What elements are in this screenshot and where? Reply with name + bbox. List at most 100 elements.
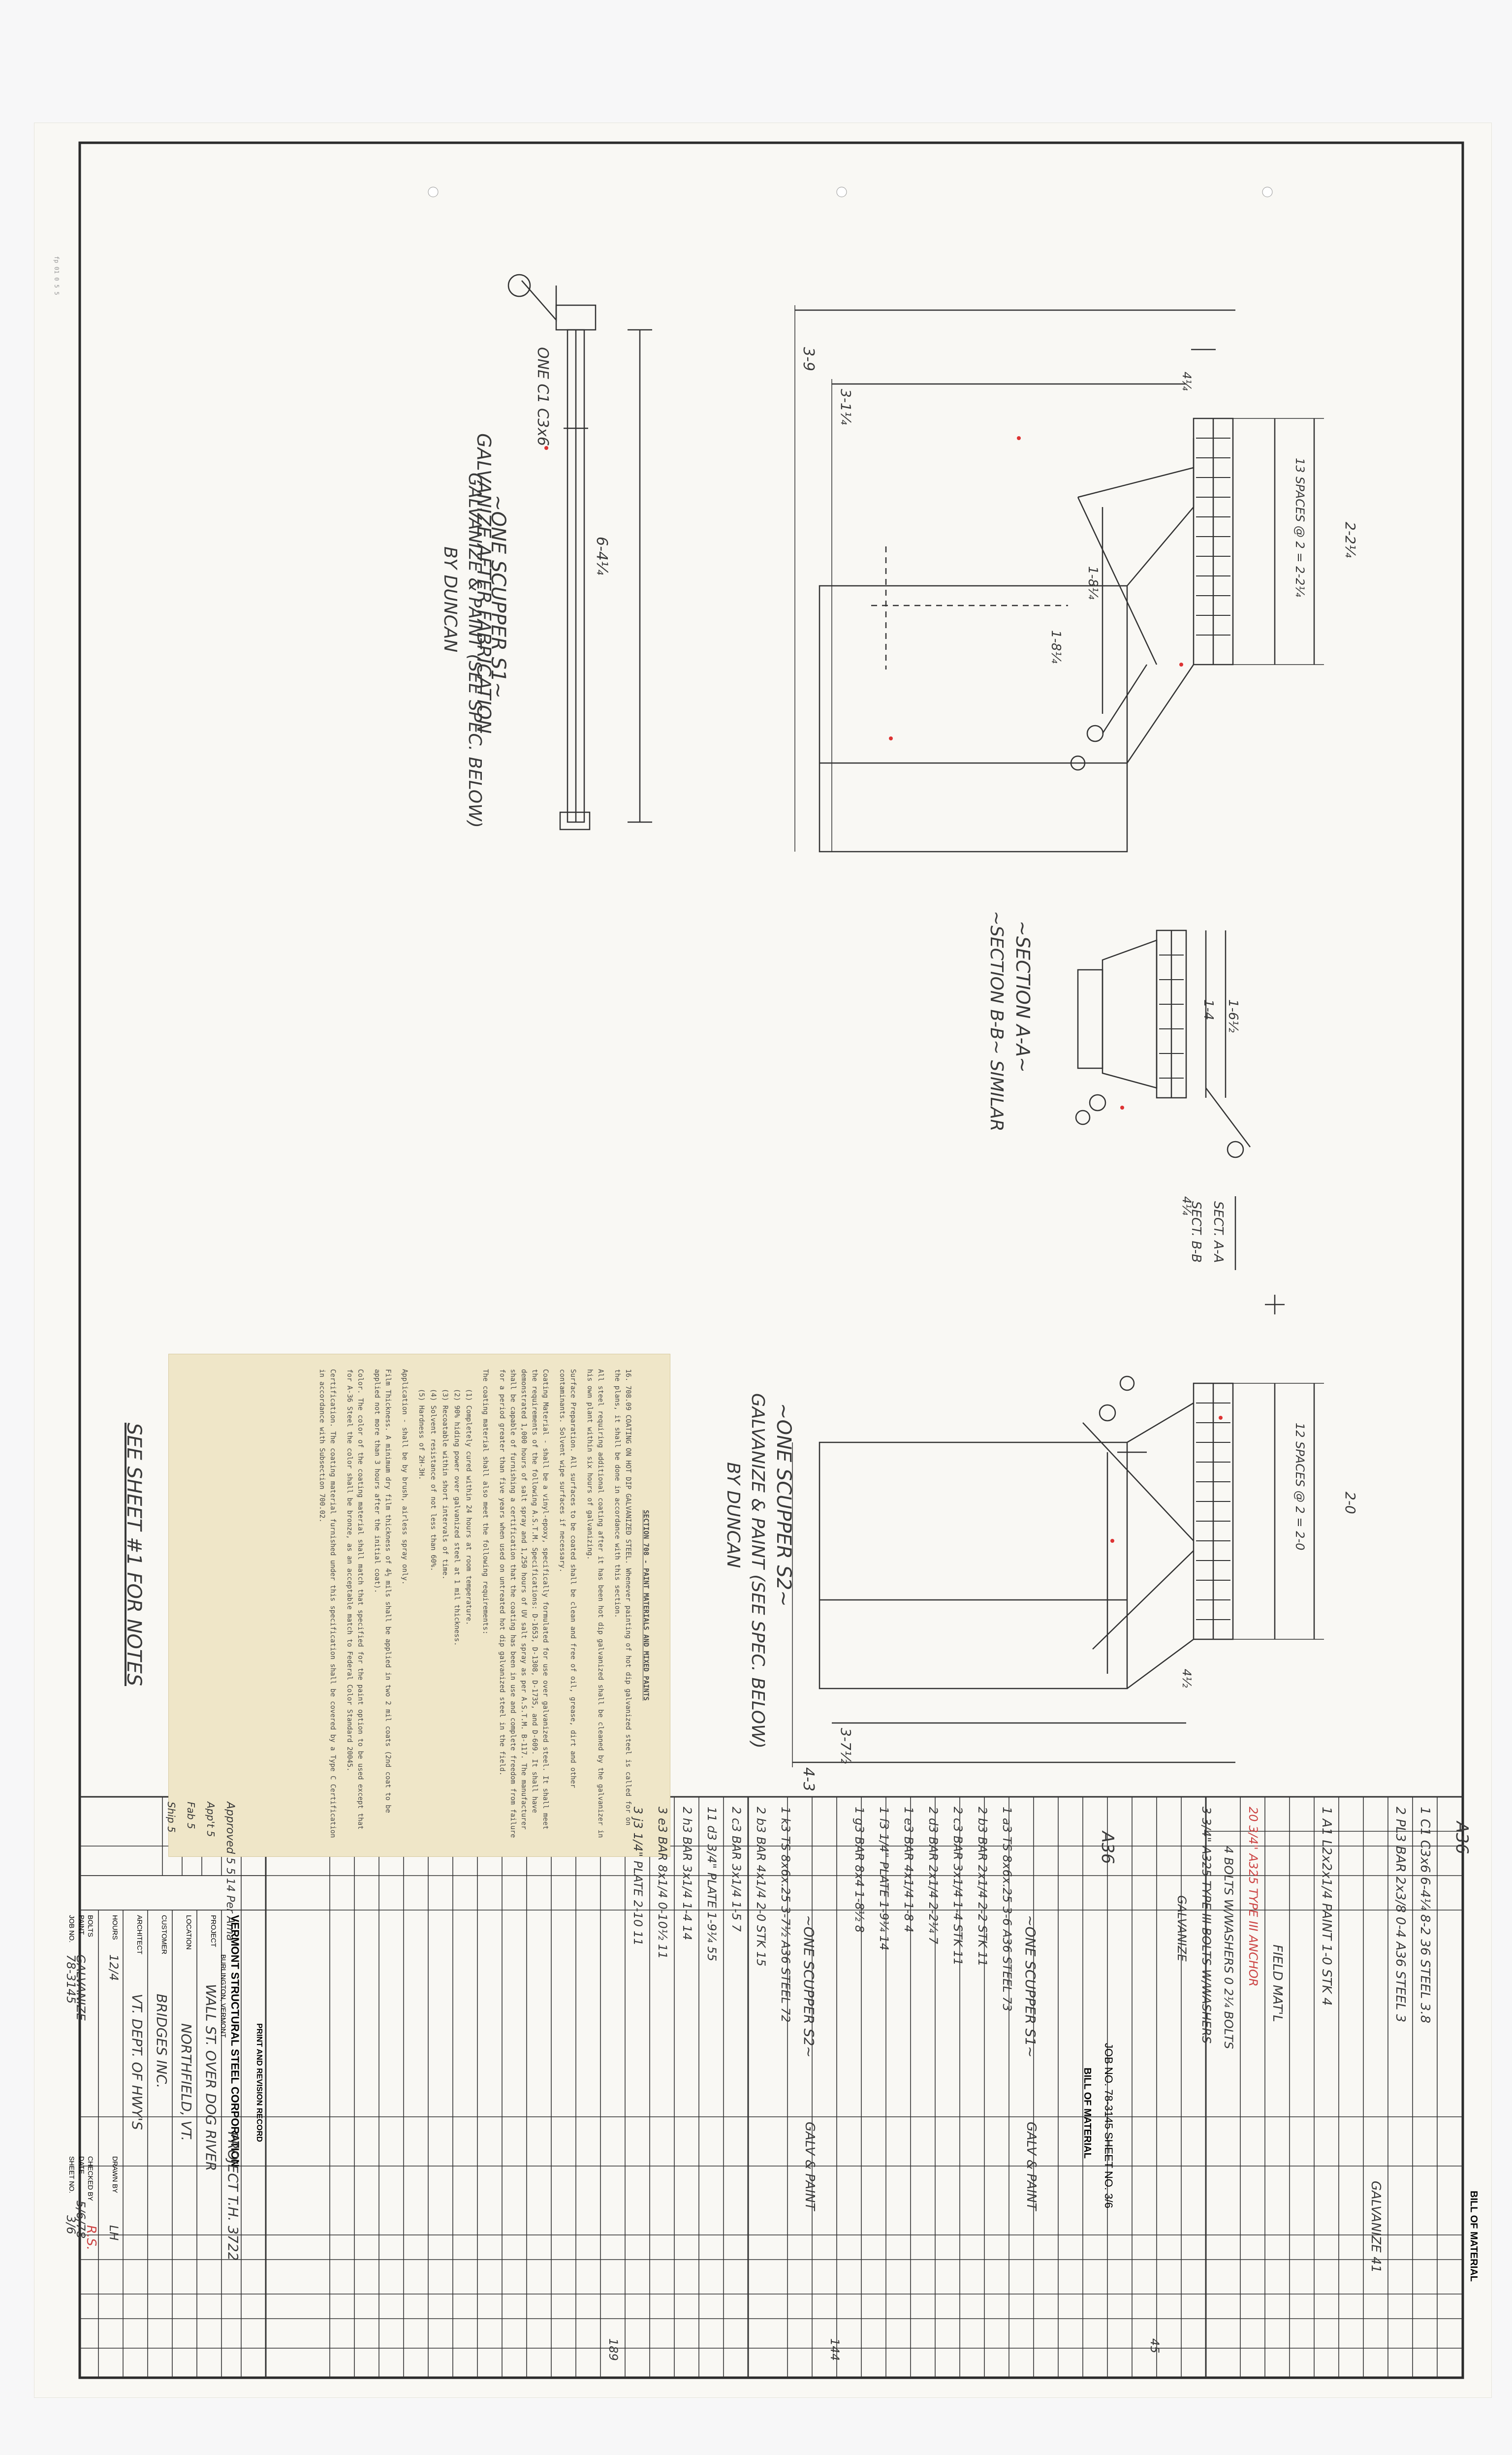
s2-view-by: BY DUNCAN	[723, 1462, 743, 1568]
red-mark	[544, 446, 548, 450]
bom-row: GALVANIZE 41	[1368, 2181, 1383, 2273]
s2-view-subtitle: GALVANIZE & PAINT (SEE SPEC. BELOW)	[748, 1393, 768, 1749]
bom-row: GALVANIZE	[1175, 1895, 1189, 1962]
bom-row: 2 b3 BAR 4x1/4 2-0 STK 15	[754, 1807, 768, 1967]
c1-view-length: 6-4¼	[593, 537, 610, 575]
title-hours: 12/4	[107, 1954, 121, 1981]
bom-row: 2 d3 BAR 2x1/4 2-2¼ 7	[926, 1807, 940, 1945]
title-field-label: DRAWN BY	[111, 2156, 119, 2193]
notes-list-item: (2) 90% hiding power over galvanized ste…	[453, 1389, 461, 1646]
red-mark	[1120, 1106, 1124, 1110]
title-field-label: DATE	[78, 2156, 86, 2174]
title-field-label: ARCHITECT	[136, 1915, 144, 1955]
notes-list-item: (4) Solvent resistance of not less than …	[429, 1389, 437, 1571]
bom-title: BILL OF MATERIAL	[1468, 2191, 1479, 2282]
title-field-label: SHEET NO.	[68, 2156, 76, 2194]
notes-paragraph: Application - shall be by brush, airless…	[401, 1369, 409, 1585]
paint-spec-notes: SECTION 708 - PAINT MATERIALS AND MIXED …	[168, 1354, 670, 1857]
sheet-border	[78, 141, 1464, 2379]
dim-label: 13 SPACES @ 2 = 2-2¼	[1293, 458, 1307, 597]
revision-row: Ship 5	[165, 1802, 177, 1833]
title-field-label: PROJECT	[210, 1915, 218, 1947]
bom-row: 2 c3 BAR 3x1/4 1-4 STK 11	[951, 1807, 965, 1966]
dim-label: 12 SPACES @ 2 = 2-0	[1293, 1423, 1307, 1551]
red-mark	[1110, 1539, 1114, 1543]
dim-label: 2-2¼	[1342, 522, 1358, 558]
revision-record-title: PRINT AND REVISION RECORD	[255, 2023, 263, 2142]
title-field-label: CUSTOMER	[160, 1915, 168, 1954]
dim-label: 3-7½	[838, 1728, 854, 1764]
notes-list-item: (1) Completely cured within 24 hours at …	[465, 1389, 472, 1626]
dim-label: 4¼	[1180, 1196, 1194, 1215]
notes-paragraph: Film Thickness. A minimum dry film thick…	[373, 1369, 392, 1813]
s2-view-title: ~ONE SCUPPER S2~	[772, 1403, 795, 1607]
sect-a-label: SECT. A-A	[1211, 1201, 1226, 1263]
dim-label: 1-4	[1201, 999, 1216, 1020]
dim-label: 4-3	[800, 1767, 817, 1791]
bom-job-line: JOB NO. 78-3145 SHEET NO. 3/6	[1102, 2043, 1115, 2208]
notes-list-item: (5) Hardness of 2H-3H.	[417, 1389, 425, 1480]
title-field-label: HOURS	[111, 1915, 119, 1940]
dim-label: 1-8¼	[1048, 630, 1063, 664]
scupper-s2-elevation	[792, 1295, 1324, 1767]
bom-grade: A36	[1452, 1821, 1472, 1854]
company-address: BURLINGTON, VERMONT	[220, 1954, 227, 2038]
notes-paragraph: All steel requiring additional coating a…	[586, 1369, 604, 1838]
dim-label: 3-1¼	[838, 389, 854, 425]
revision-row: App't 5	[205, 1802, 217, 1837]
drawing-sheet: fp 01 0 5 5 ~ONE SCUPPER S1~ GALVANIZE &…	[34, 123, 1491, 2397]
bom-row: 2 c3 BAR 3x1/4 1-5 7	[729, 1807, 743, 1932]
bom-row: 45	[1148, 2338, 1162, 2354]
title-sheetno: 3/6	[64, 2215, 78, 2234]
notes-paragraph: Certification. The coating material furn…	[318, 1369, 337, 1838]
bom-row: 1 a3 TS 8x6x.25 3-6 A36 STEEL 73	[1000, 1807, 1014, 2011]
bom-galv-paint: GALV & PAINT	[802, 2122, 817, 2211]
title-project-no: PROJECT T.H. 3722	[225, 2132, 241, 2261]
bom-row: 1 f3 1/4" PLATE 1-9¼ 14	[877, 1807, 891, 1951]
bom-row: 1 C1 C3x6 6-4¼ 8-2 36 STEEL 3.8	[1418, 1807, 1432, 2024]
notes-heading: SECTION 708 - PAINT MATERIALS AND MIXED …	[642, 1510, 650, 1701]
title-project: WALL ST. OVER DOG RIVER	[203, 1984, 219, 2171]
c1-view-title: ONE C1 C3x6	[534, 347, 551, 446]
bom-row: FIELD MAT'L	[1270, 1945, 1285, 2022]
title-customer: BRIDGES INC.	[154, 1994, 170, 2089]
section-a-a-view	[1075, 929, 1251, 1270]
bom-section-title: ~ONE SCUPPER S2~	[801, 1915, 817, 2058]
dim-label: 1-6½	[1226, 999, 1240, 1033]
bom-row: 1 g3 BAR 8x4 1-8½ 8	[852, 1807, 866, 1933]
company-name: VERMONT STRUCTURAL STEEL CORPORATION	[229, 1915, 241, 2168]
bom-row: 1 A1 L2x2x1/4 PAINT 1-0 STK 4	[1319, 1807, 1334, 2006]
bom-row: 3 j3 1/4" PLATE 2-10 11	[631, 1807, 645, 1946]
dim-label: 3-9	[800, 347, 817, 371]
title-field-label: BOLTS	[87, 1915, 94, 1937]
bom-title-2: BILL OF MATERIAL	[1082, 2068, 1093, 2159]
bom-section-title: ~ONE SCUPPER S1~	[1022, 1915, 1039, 2058]
notes-list-item: (3) Recoatable within short intervals of…	[441, 1389, 449, 1580]
title-field-label: CHECKED BY	[87, 2156, 94, 2201]
notes-paragraph: The coating material shall also meet the…	[481, 1369, 489, 1635]
section-b-title: ~SECTION B-B~ SIMILAR	[986, 911, 1007, 1132]
bom-row: 20 3/4" A325 TYPE III ANCHOR	[1246, 1807, 1260, 1987]
title-architect: VT. DEPT. OF HWY'S	[129, 1994, 145, 2130]
dim-label: 2-0	[1342, 1492, 1358, 1514]
bom-grade-2: A36	[1098, 1831, 1117, 1864]
bom-row: 3 3/4" A325 TYPE III BOLTS W/WASHERS	[1199, 1807, 1213, 2044]
bom-total: 144	[828, 2338, 842, 2361]
title-location: NORTHFIELD, VT.	[178, 2023, 194, 2141]
bom-total: 189	[606, 2338, 620, 2361]
punch-hole	[836, 187, 847, 197]
title-field-label: JOB NO.	[68, 1915, 76, 1943]
bom-galv-paint: GALV & PAINT	[1024, 2122, 1039, 2211]
punch-hole	[1262, 187, 1273, 197]
punch-hole	[428, 187, 439, 197]
bom-table	[80, 1796, 1463, 2378]
notes-paragraph: Coating Material - shall be a vinyl-epox…	[498, 1369, 549, 1838]
notes-paragraph: 16. 708.09 COATING ON HOT DIP GALVANIZED…	[613, 1369, 632, 1826]
dim-label: 4½	[1180, 1669, 1194, 1688]
s1-view-by: BY DUNCAN	[440, 546, 460, 653]
bom-row: 1 e3 BAR 4x1/4 1-8 4	[902, 1807, 915, 1933]
dim-label: 1-8¼	[1085, 566, 1100, 600]
notes-paragraph: Surface Preparation. All surfaces to be …	[558, 1369, 577, 1788]
title-jobno: 78-3145	[64, 1954, 78, 2004]
drawing-canvas	[78, 141, 1464, 2379]
